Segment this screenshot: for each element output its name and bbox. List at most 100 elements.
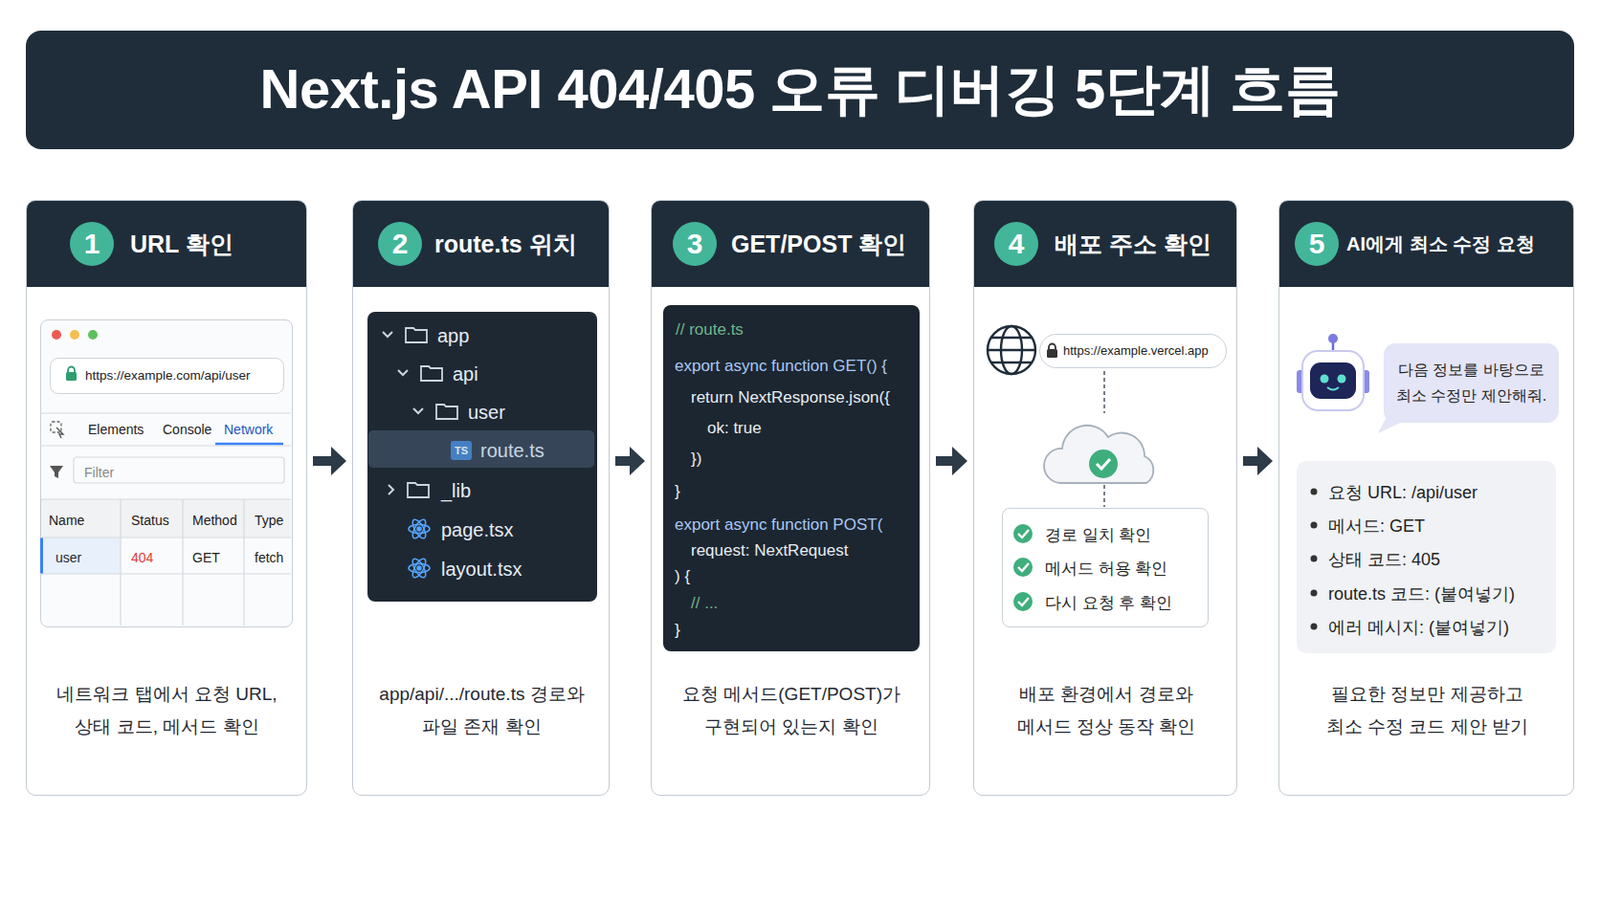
check-icon [1013,524,1033,612]
check-item: 메서드 허용 확인 [1044,558,1168,580]
info-item: 요청 URL: /api/user [1328,481,1478,505]
folder-icon [421,366,443,381]
selected-row-bar [40,537,44,575]
step-circle: 5 [1294,222,1339,267]
table-rule [40,573,291,575]
code-line: request: NextRequest [690,539,848,563]
info-box: 요청 URL: /api/user메서드: GET상태 코드: 405route… [1296,461,1556,654]
dashed-leader [1103,371,1106,414]
flow-arrow [1243,446,1273,476]
window-dot [88,330,98,340]
flow-arrow [312,446,347,476]
speech-bubble: 다음 정보를 바탕으로 최소 수정만 제안해줘. [1383,343,1559,423]
table-cell: fetch [254,549,284,567]
active-tab-underline [215,443,284,446]
folder-name: _lib [441,478,471,504]
step-title: GET/POST 확인 [731,228,907,260]
react-icon [408,517,430,541]
filter-field [73,457,285,484]
bullet-dot [1311,488,1318,631]
step-card: AI에게 최소 수정 요청필요한 정보만 제공하고 최소 수정 코드 제안 받기… [1278,200,1575,797]
step-number: 5 [1294,228,1339,260]
url-text: https://example.vercel.app [1063,343,1209,359]
react-icon [408,556,430,580]
inspect-icon [56,427,64,439]
status-code: 404 [131,549,154,567]
devtools-tab: Console [162,421,212,439]
window-dot [69,330,80,340]
bubble-text: 다음 정보를 바탕으로 최소 수정만 제안해줘. [1392,356,1551,409]
ts-badge: TS [450,441,472,461]
chevron-icon [388,485,394,495]
table-cell: user [55,549,82,567]
code-panel: // route.tsexport async function GET() {… [663,305,920,652]
devtools-tab: Elements [88,421,144,439]
bubble-tail [1377,411,1409,434]
table-rule [119,499,121,626]
code-line: }) [690,447,702,471]
folder-icon [436,404,458,420]
step-number: 1 [69,228,114,260]
cloud-icon [1044,425,1154,484]
table-rule [243,499,245,626]
checklist-box: 경로 일치 확인메서드 허용 확인다시 요청 후 확인 [1001,508,1209,628]
table-header: Type [254,511,284,530]
step-card: URL 확인네트워크 탭에서 요청 URL, 상태 코드, 메서드 확인1Ele… [25,200,308,797]
step-title: route.ts 위치 [434,228,578,260]
step-title: 배포 주소 확인 [1054,228,1212,260]
devtools-tab: Network [223,421,273,439]
step-caption: app/api/.../route.ts 경로와 파일 존재 확인 [378,678,585,744]
step-title: URL 확인 [130,228,234,260]
check-item: 경로 일치 확인 [1044,525,1152,547]
file-name: route.ts [480,438,545,464]
lock-icon [1048,344,1056,352]
selected-row-fill [40,537,121,575]
info-item: route.ts 코드: (붙여넣기) [1328,582,1515,606]
info-item: 상태 코드: 405 [1328,548,1441,572]
folder-name: app [437,323,469,349]
code-line: ok: true [707,417,762,441]
table-header: Status [131,511,170,530]
file-tree: appapiuserTSroute.ts_libpage.tsxlayout.t… [367,311,598,602]
title-banner: Next.js API 404/405 오류 디버깅 5단계 흐름 [25,30,1575,150]
code-line: } [674,619,681,643]
tab-rule [40,412,291,414]
chevron-icon [413,408,423,414]
table-cell: GET [192,549,221,567]
code-comment: // route.ts [675,318,744,342]
diagram-title: Next.js API 404/405 오류 디버깅 5단계 흐름 [260,52,1341,128]
inspect-icon [50,422,62,433]
code-line: } [674,480,681,504]
tab-rule [40,444,291,446]
code-line: ) { [674,565,690,589]
flow-arrow [615,446,645,476]
table-rule [181,499,183,626]
code-line: return NextResponse.json({ [690,386,890,410]
step-card: 배포 주소 확인배포 환경에서 경로와 메서드 정상 동작 확인 4 https:/… [973,200,1238,797]
step-caption: 요청 메서드(GET/POST)가 구현되어 있는지 확인 [676,678,907,744]
table-header: Method [192,511,238,530]
success-check [1096,459,1111,469]
step-title: AI에게 최소 수정 요청 [1346,228,1535,260]
folder-icon [405,328,427,343]
folder-icon [407,483,429,498]
file-name: page.tsx [441,517,514,543]
selected-file-highlight [368,430,595,468]
lock-icon [66,372,77,381]
step-circle: 4 [994,222,1039,267]
check-item: 다시 요청 후 확인 [1044,593,1173,615]
table-header-fill [40,499,291,538]
dashed-leader [1103,485,1106,508]
step-circle: 2 [377,222,423,267]
step-number: 2 [377,228,423,260]
info-item: 에러 메시지: (붙여넣기) [1328,616,1510,640]
browser-window: ElementsConsoleNetworkFilterNameStatusMe… [40,319,293,628]
folder-name: user [467,400,506,425]
step-caption: 배포 환경에서 경로와 메서드 정상 동작 확인 [1010,678,1202,744]
robot-icon [1296,333,1370,411]
table-rule [40,498,291,500]
code-line: export async function POST( [674,513,883,537]
url-text: https://example.com/api/user [85,367,251,384]
table-header: Name [48,511,85,530]
